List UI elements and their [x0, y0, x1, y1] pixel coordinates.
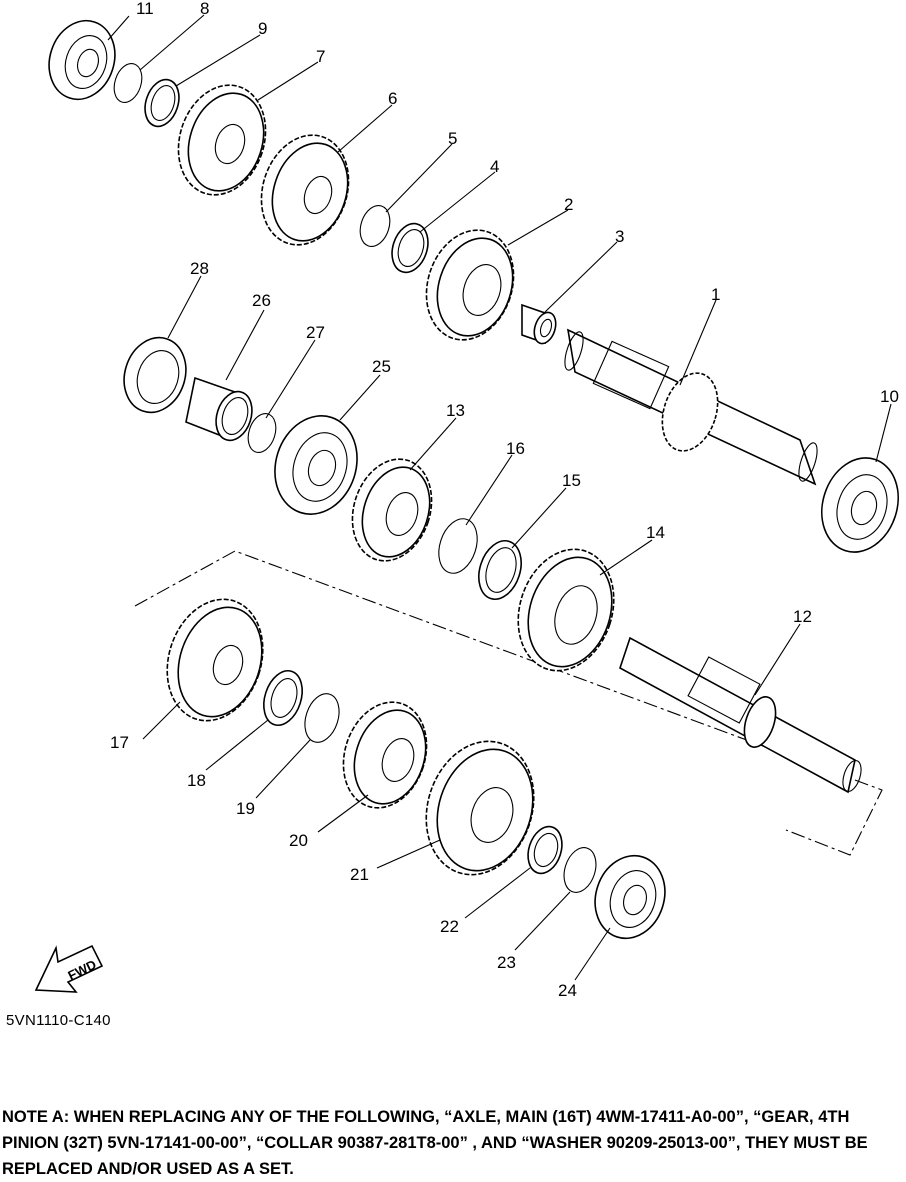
- callout-26: 26: [252, 291, 271, 310]
- callout-11: 11: [136, 0, 154, 18]
- part-7-gear: [177, 84, 267, 196]
- part-14-gear: [517, 548, 615, 672]
- part-13-gear: [351, 458, 433, 562]
- callout-16: 16: [506, 439, 525, 458]
- note-a-group-outline: [134, 550, 883, 856]
- callout-4: 4: [490, 157, 499, 176]
- part-16-circlip: [438, 518, 478, 574]
- note-a-text: NOTE A: WHEN REPLACING ANY OF THE FOLLOW…: [2, 1108, 868, 1178]
- part-18-washer: [263, 669, 303, 727]
- callout-28: 28: [190, 259, 209, 278]
- part-1-main-axle: [564, 328, 818, 486]
- part-28-oil-seal: [123, 336, 187, 414]
- callout-25: 25: [372, 357, 391, 376]
- part-21-gear: [425, 740, 535, 876]
- callout-2: 2: [564, 195, 573, 214]
- fwd-arrow-icon: FWD: [34, 944, 104, 993]
- callout-6: 6: [388, 89, 397, 108]
- part-17-gear: [166, 598, 264, 722]
- callout-18: 18: [187, 771, 206, 790]
- part-24-bearing: [594, 854, 666, 940]
- part-6-gear: [260, 134, 350, 246]
- part-2-gear: [425, 229, 515, 341]
- part-3-collar: [521, 303, 557, 345]
- exploded-parts-diagram: FWD 1 2 3 4 5 6 7 8 9 1: [34, 0, 899, 1000]
- callout-17: 17: [110, 733, 129, 752]
- callout-12: 12: [793, 607, 812, 626]
- callout-13: 13: [446, 401, 465, 420]
- callout-8: 8: [200, 0, 209, 18]
- callout-14: 14: [646, 523, 665, 542]
- part-11-bearing: [48, 19, 116, 101]
- callout-23: 23: [497, 953, 516, 972]
- callout-1: 1: [711, 285, 720, 304]
- drawing-code: 5VN1110-C140: [6, 1012, 111, 1029]
- callout-7: 7: [316, 47, 325, 66]
- part-9-washer: [144, 78, 180, 128]
- part-19-circlip: [304, 693, 340, 743]
- part-26-collar: [185, 376, 253, 442]
- part-4-washer: [391, 222, 429, 274]
- callout-19: 19: [236, 799, 255, 818]
- callout-21: 21: [350, 865, 369, 884]
- part-15-washer: [478, 540, 522, 600]
- callout-24: 24: [558, 981, 577, 1000]
- part-8-circlip: [113, 63, 143, 103]
- callout-20: 20: [289, 831, 308, 850]
- part-12-drive-axle: [619, 636, 862, 794]
- callout-9: 9: [258, 19, 267, 38]
- callout-15: 15: [562, 471, 581, 490]
- part-10-bearing: [821, 457, 899, 553]
- callout-leaders: [107, 14, 892, 981]
- part-20-gear: [342, 701, 428, 809]
- part-22-washer: [527, 825, 563, 875]
- callout-5: 5: [448, 129, 457, 148]
- part-25-bearing: [274, 415, 358, 515]
- callout-22: 22: [440, 917, 459, 936]
- part-23-circlip: [563, 847, 597, 893]
- callout-10: 10: [880, 387, 899, 406]
- callout-27: 27: [306, 323, 325, 342]
- part-5-circlip: [359, 205, 391, 247]
- callout-3: 3: [615, 227, 624, 246]
